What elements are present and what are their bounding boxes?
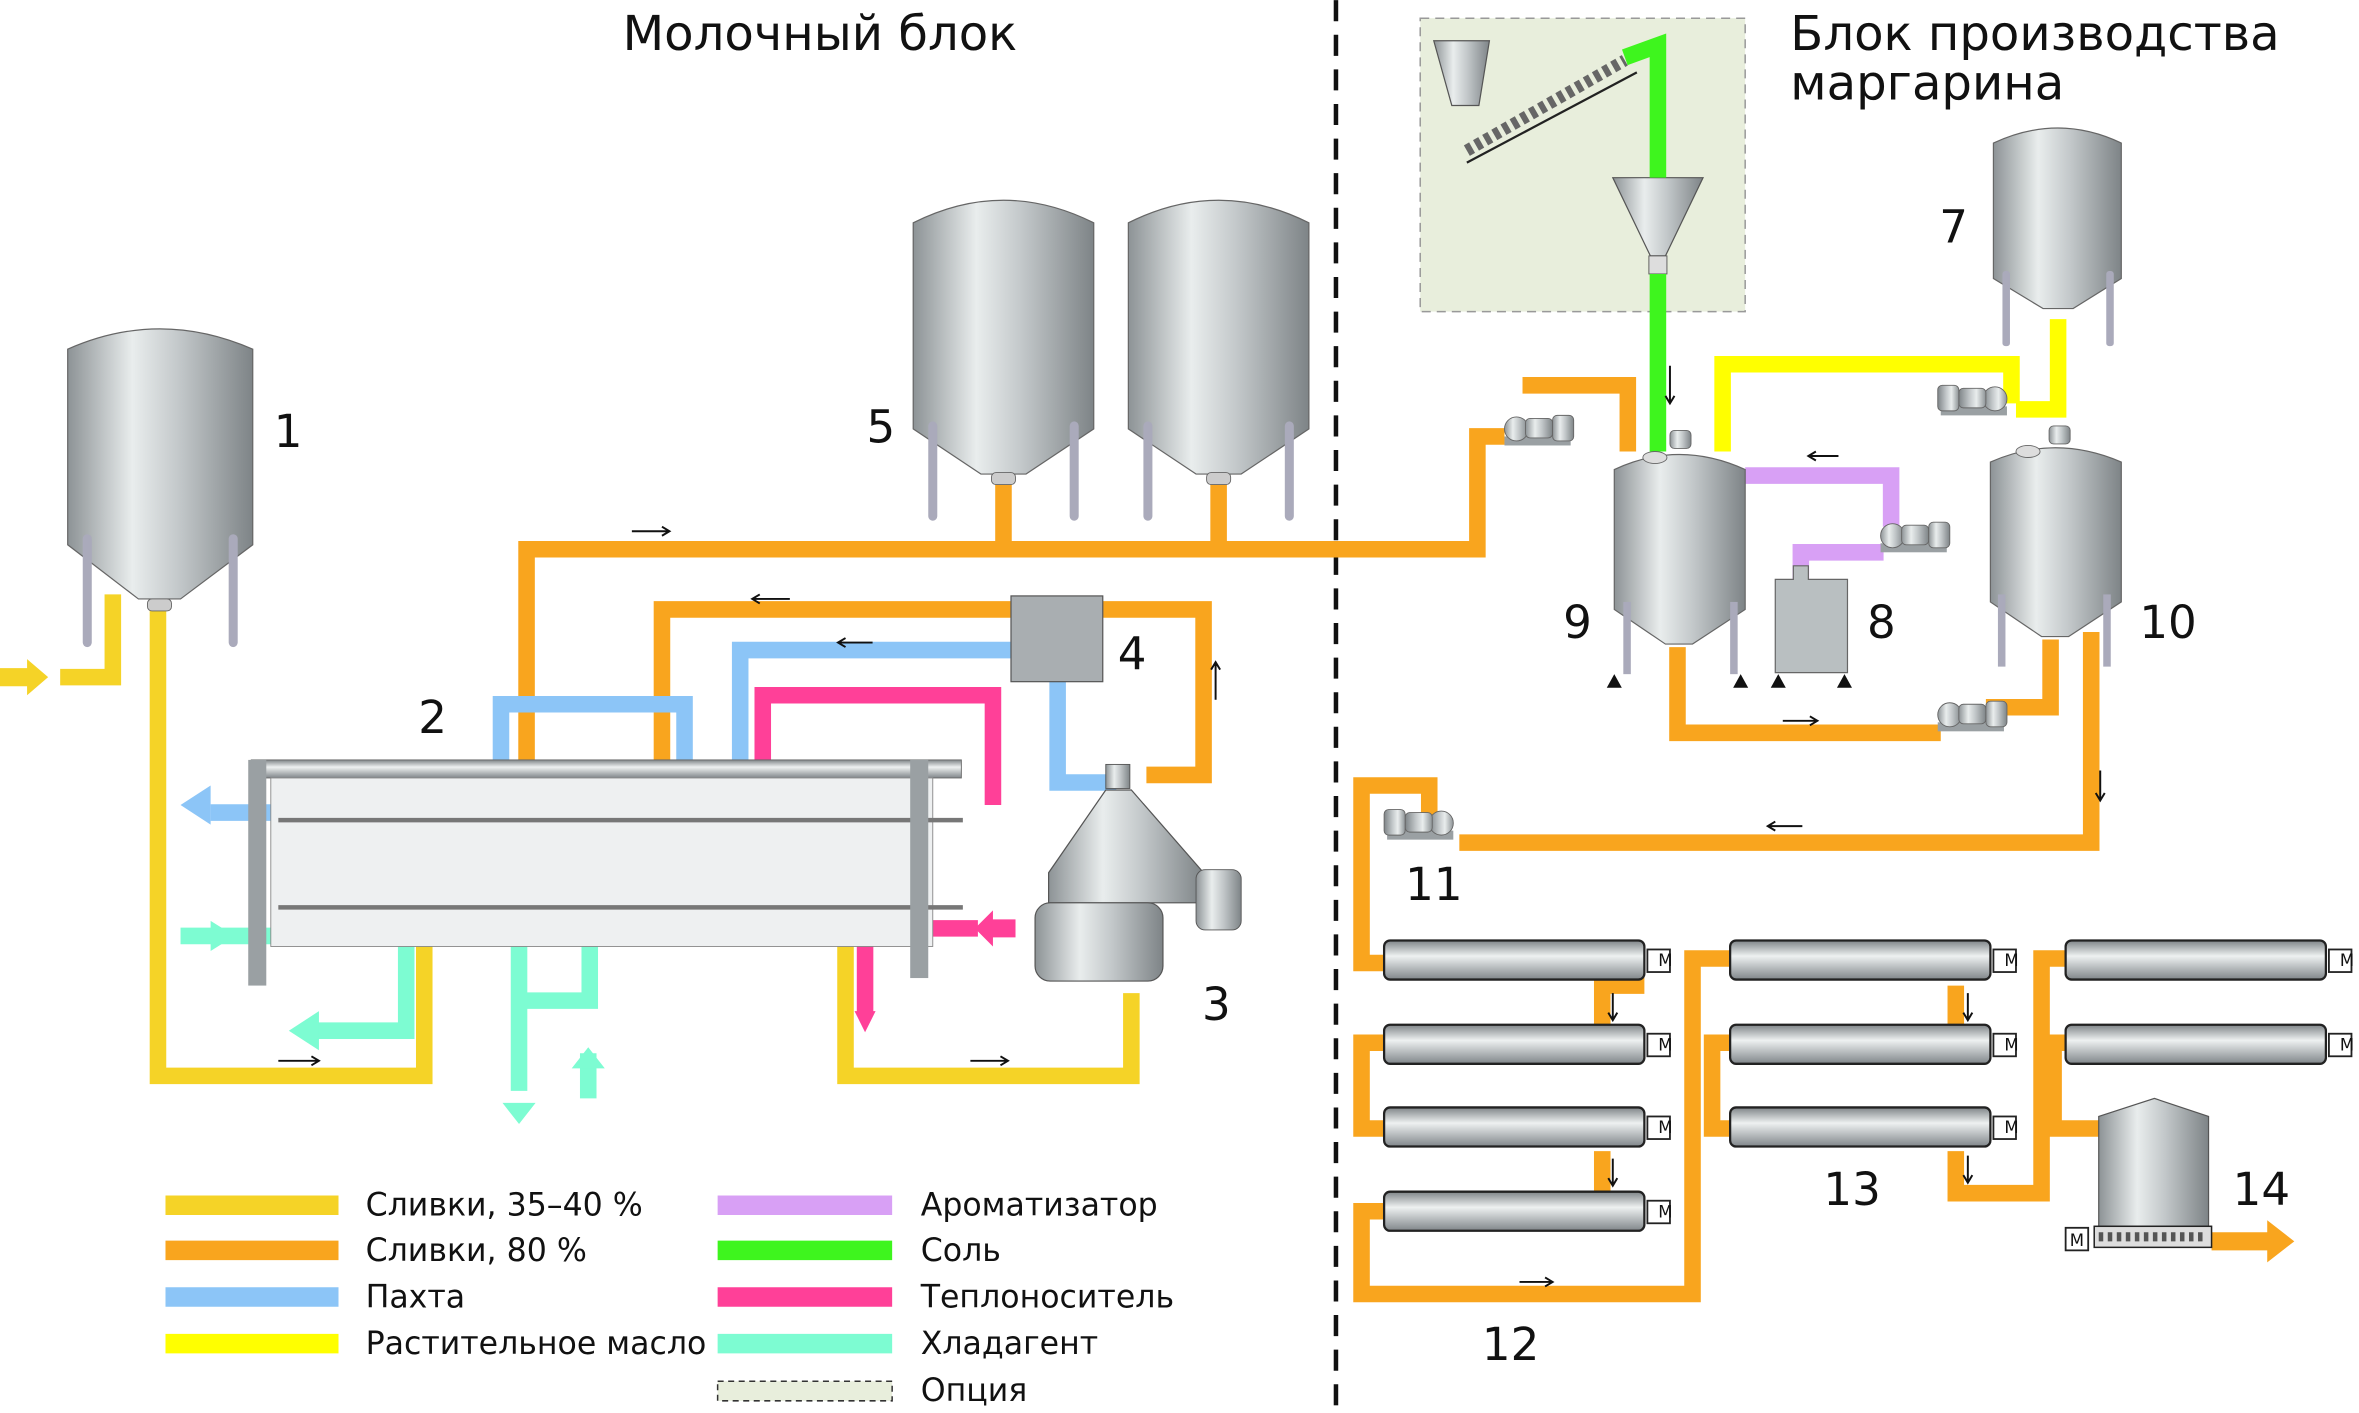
margarine-block-title-line1: Блок производства: [1790, 6, 2279, 62]
label-13: 13: [1823, 1163, 1880, 1216]
label-9: 9: [1563, 596, 1592, 649]
motor-label: M: [1658, 1202, 1672, 1221]
pump-11: [1383, 809, 1454, 841]
coolant-down-arrow: [502, 1102, 536, 1124]
motor-label: M: [1658, 1035, 1672, 1054]
heating-medium-outlet-arrow: [854, 1011, 876, 1033]
legend-label: Растительное масло: [366, 1326, 707, 1362]
label-3: 3: [1202, 978, 1231, 1031]
motor-labels: M M M M M M M M M: [1658, 951, 2354, 1221]
label-7: 7: [1939, 200, 1968, 253]
label-14: 14: [2233, 1163, 2290, 1216]
pump-flavour: [1880, 521, 1951, 553]
label-10: 10: [2139, 596, 2196, 649]
salt-pipe: [1621, 33, 1667, 452]
label-5: 5: [867, 400, 896, 453]
tank-10-buffer: [1989, 425, 2122, 667]
legend-label: Опция: [921, 1373, 1028, 1409]
tank-1: [67, 328, 254, 648]
label-2: 2: [418, 691, 447, 744]
heating-medium-inlet-arrow: [974, 910, 1016, 947]
flow-direction-arrows: [278, 365, 2106, 1288]
scraped-surface-hx-13: [1729, 939, 2018, 1148]
pump-cream-80: [1504, 414, 1575, 446]
motor-label: M: [2004, 1035, 2018, 1054]
cream-35-40-inlet-arrow: [0, 659, 49, 696]
filling-unit-14: M: [2064, 1097, 2213, 1252]
legend-label: Сливки, 80 %: [366, 1233, 587, 1269]
legend-label: Пахта: [366, 1280, 466, 1316]
dairy-block-title: Молочный блок: [623, 6, 1018, 62]
product-outlet-arrow: [2211, 1220, 2295, 1263]
legend-label: Теплоноситель: [920, 1280, 1174, 1316]
vegetable-oil-pipe: [1714, 319, 2067, 452]
buttermilk-outlet-arrow: [180, 785, 211, 825]
legend-swatch-option: [716, 1380, 893, 1402]
plate-heat-exchanger-2: [248, 759, 963, 986]
motor-label: M: [2004, 951, 2018, 970]
salt-hopper-screw: [1432, 40, 1705, 275]
motor-label: M: [2340, 951, 2354, 970]
label-11: 11: [1405, 858, 1462, 911]
motor-label: M: [2340, 1035, 2354, 1054]
motor-label: M: [2070, 1231, 2084, 1250]
label-8: 8: [1867, 596, 1896, 649]
cream-80-pipe: [518, 377, 2100, 1303]
legend-label: Сливки, 35–40 %: [366, 1188, 643, 1224]
pump-tank-10-feed: [1937, 700, 2008, 732]
label-12: 12: [1482, 1318, 1539, 1371]
tank-5a: [912, 199, 1095, 521]
motor-label: M: [1658, 951, 1672, 970]
unit-4: [1010, 595, 1104, 683]
label-4: 4: [1118, 628, 1147, 681]
tank-9-mixing: [1606, 429, 1749, 688]
motor-label: M: [1658, 1118, 1672, 1137]
tank-7-vegetable-oil: [1992, 127, 2122, 347]
coolant-up-arrow: [571, 1047, 605, 1069]
motor-label: M: [2004, 1118, 2018, 1137]
legend-label: Соль: [921, 1233, 1001, 1269]
pump-vegetable-oil: [1937, 384, 2008, 416]
legend-label: Ароматизатор: [921, 1188, 1158, 1224]
tank-5b: [1127, 199, 1310, 521]
legend-label: Хладагент: [921, 1326, 1098, 1362]
legend: Сливки, 35–40 % Сливки, 80 % Пахта Расти…: [165, 1188, 1174, 1409]
coolant-inlet-arrow: [210, 920, 235, 951]
separator-3: [1034, 763, 1242, 982]
margarine-block-title-line2: маргарина: [1790, 55, 2064, 111]
label-1: 1: [274, 405, 303, 458]
coolant-outlet-arrow: [288, 1011, 319, 1051]
pin-rotor-units: [2064, 939, 2353, 1065]
container-8-flavour: [1770, 565, 1852, 688]
